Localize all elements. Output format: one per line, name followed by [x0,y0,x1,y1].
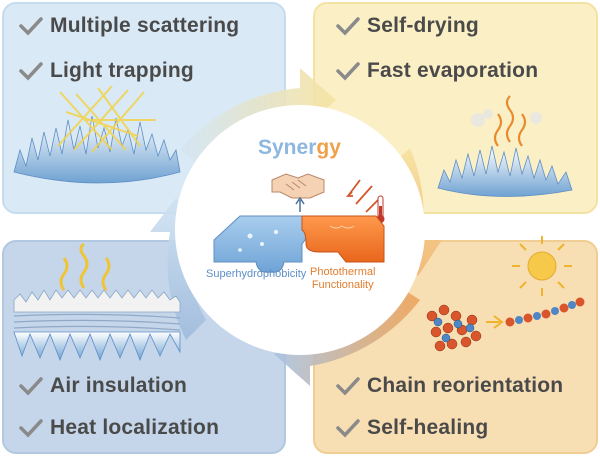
feature-fast-evaporation: Fast evaporation [335,59,538,83]
synergy-title-part2: gy [316,136,341,159]
check-icon [336,17,360,36]
check-icon [19,62,43,81]
feature-light-trapping: Light trapping [18,59,194,83]
feature-label: Fast evaporation [367,59,539,82]
check-icon [336,62,360,81]
puzzle-blue-icon [213,215,308,273]
feature-air-insulation: Air insulation [18,374,187,398]
synergy-title: Synergy [258,136,341,160]
feature-label: Multiple scattering [50,14,240,37]
check-icon [336,419,360,438]
arrow-left [150,198,206,340]
feature-label: Air insulation [50,374,187,397]
feature-self-drying: Self-drying [335,14,479,38]
synergy-title-part1: Syner [258,136,317,159]
check-icon [19,377,43,396]
check-icon [336,377,360,396]
polymer-chains-icon [426,297,585,352]
feature-chain-reorientation: Chain reorientation [335,374,563,398]
ice-surface-light-icon [13,85,181,184]
feature-label: Self-drying [367,14,479,37]
photothermal-label-line1: Photothermal [310,266,376,278]
feature-self-healing: Self-healing [335,416,488,440]
ice-surface-evaporation-icon [437,95,573,197]
feature-label: Self-healing [367,416,489,439]
ice-layers-heat-icon [13,242,181,362]
puzzle-orange-icon [301,215,385,263]
photothermal-label-line2: Functionality [311,279,374,291]
feature-heat-localization: Heat localization [18,416,219,440]
feature-multiple-scattering: Multiple scattering [18,14,239,38]
up-arrow-icon [295,196,305,212]
photothermal-label: Photothermal Functionality [310,266,375,292]
feature-label: Light trapping [50,59,194,82]
feature-label: Chain reorientation [367,374,564,397]
check-icon [19,419,43,438]
handshake-icon [271,173,325,199]
superhydrophobicity-label: Superhydrophobicity [206,268,307,280]
feature-label: Heat localization [50,416,220,439]
check-icon [19,17,43,36]
sun-icon [512,236,572,296]
